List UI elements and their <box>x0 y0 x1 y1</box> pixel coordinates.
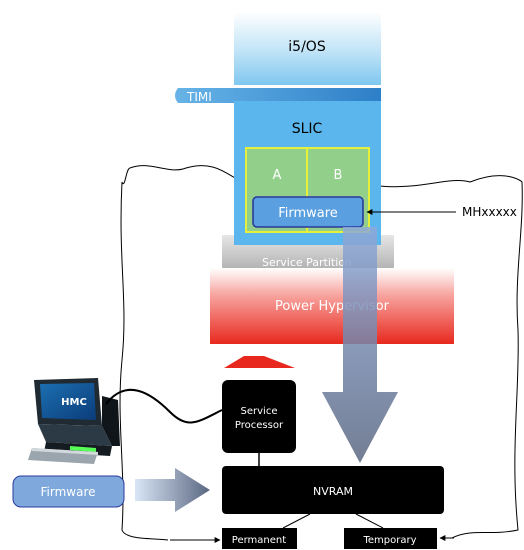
hmc-cable <box>105 388 223 424</box>
nvram-temporary-line <box>355 513 384 529</box>
service-partition-label: Service Partition <box>262 256 352 269</box>
side-b-label: B <box>334 168 343 183</box>
firmware-input-label: Firmware <box>41 485 96 499</box>
firmware-inner-label: Firmware <box>278 206 338 221</box>
red-triangle <box>224 356 295 368</box>
firmware-input-box <box>12 475 125 508</box>
permanent-label: Permanent <box>232 535 286 546</box>
hmc-label: HMC <box>61 397 87 408</box>
permanent-box <box>222 528 297 549</box>
firmware-inner-box <box>252 196 364 228</box>
nvram-label: NVRAM <box>313 485 353 498</box>
system-boundary <box>119 165 523 541</box>
temporary-label: Temporary <box>362 535 416 546</box>
firmware-to-nvram-arrow <box>322 227 398 463</box>
nvram-box <box>222 466 444 514</box>
timi-band <box>175 88 381 103</box>
side-a-label: A <box>273 168 282 183</box>
nvram-permanent-line <box>282 513 311 529</box>
mhxxxxx-label: MHxxxxx <box>462 205 517 219</box>
firmware-input-arrow <box>135 468 210 512</box>
os-label: i5/OS <box>288 39 326 55</box>
hmc-computer-icon <box>28 378 120 464</box>
service-processor-label-line1: Service <box>241 406 278 417</box>
service-processor-box <box>222 380 296 453</box>
service-processor-label-line2: Processor <box>235 420 284 431</box>
slic-label: SLIC <box>292 121 323 137</box>
os-box <box>234 12 381 85</box>
timi-label: TIMI <box>186 90 212 104</box>
hypervisor-box <box>210 268 454 344</box>
temporary-box <box>344 528 437 549</box>
